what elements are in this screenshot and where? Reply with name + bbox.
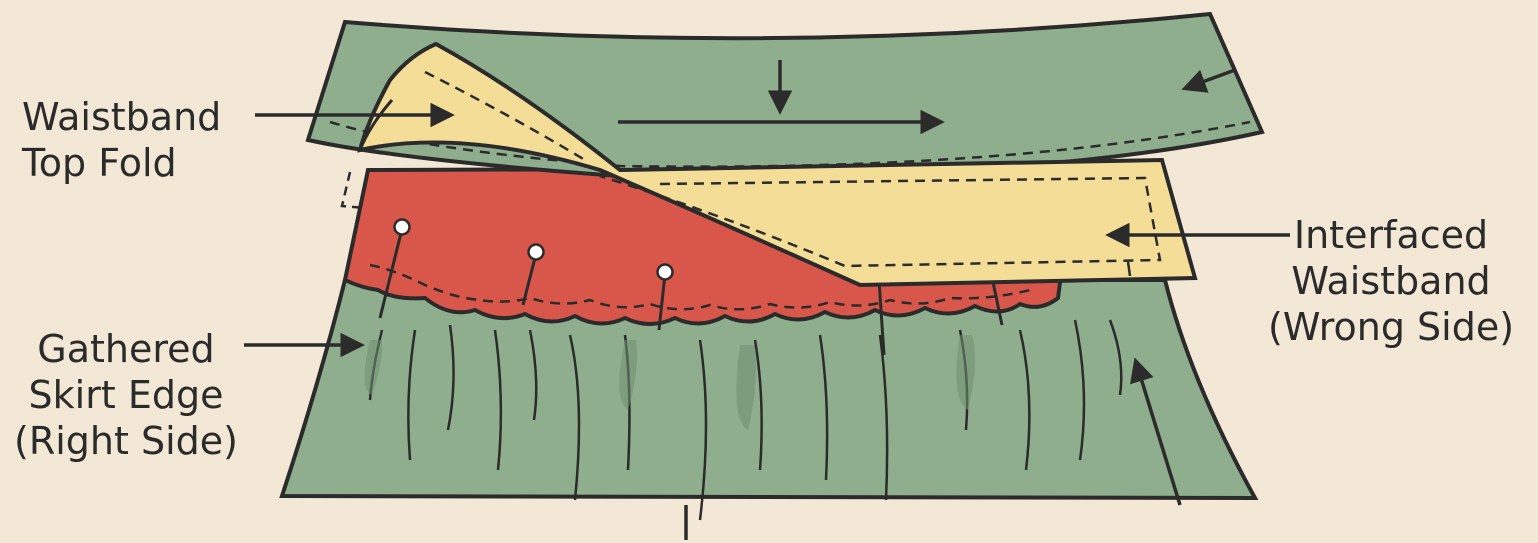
label-line: Interfaced <box>1268 212 1514 258</box>
label-line: (Wrong Side) <box>1268 304 1514 350</box>
label-waistband-top-fold: Waistband Top Fold <box>22 94 221 186</box>
label-gathered-skirt-edge: Gathered Skirt Edge (Right Side) <box>14 326 238 464</box>
label-line: Gathered <box>14 326 238 372</box>
label-line: Skirt Edge <box>14 372 238 418</box>
label-line: Waistband <box>22 94 221 140</box>
label-line: (Right Side) <box>14 418 238 464</box>
label-line: Top Fold <box>22 140 221 186</box>
label-interfaced-waistband: Interfaced Waistband (Wrong Side) <box>1268 212 1514 350</box>
label-line: Waistband <box>1268 258 1514 304</box>
